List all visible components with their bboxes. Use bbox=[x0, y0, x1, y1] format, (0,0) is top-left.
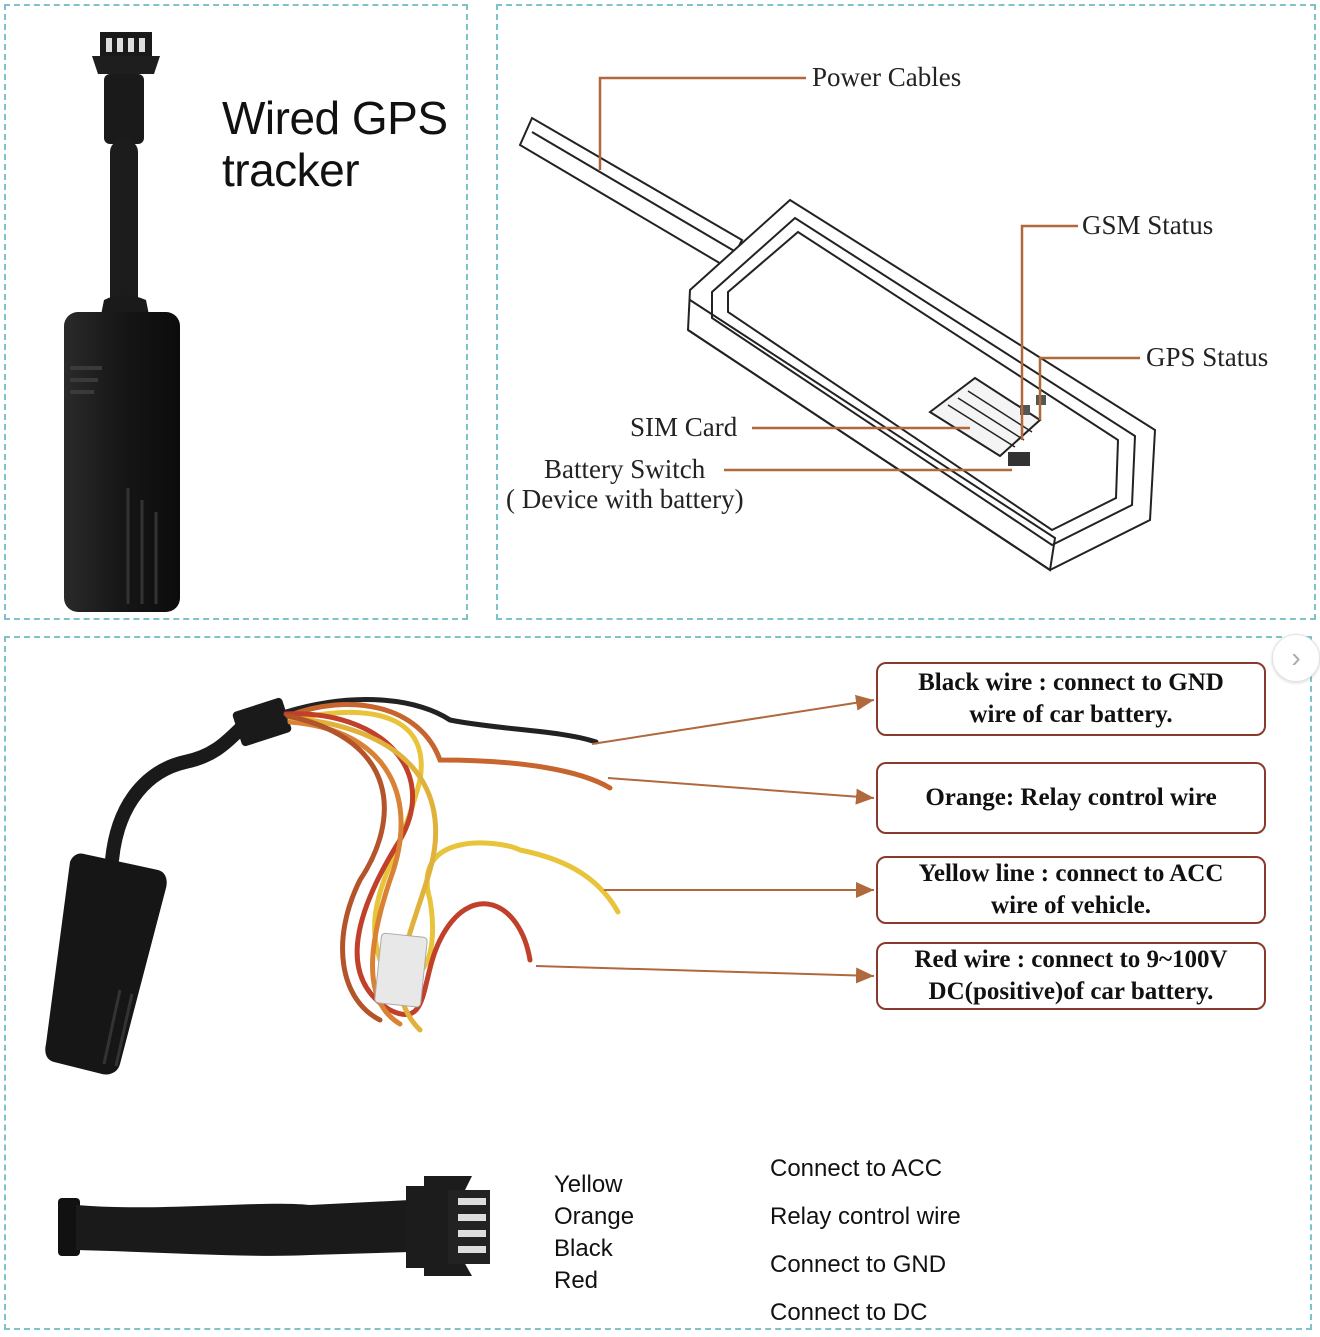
label-gps-status: GPS Status bbox=[1146, 342, 1269, 372]
wire-function-acc: Connect to ACC bbox=[770, 1155, 943, 1182]
wire-function-list: Connect to ACC Relay control wire Connec… bbox=[770, 1145, 961, 1337]
product-title: Wired GPS tracker bbox=[222, 92, 448, 196]
callout-black-wire: Black wire : connect to GND wire of car … bbox=[876, 662, 1266, 736]
wiring-leader-lines bbox=[535, 694, 875, 984]
wire-color-yellow: Yellow bbox=[554, 1171, 623, 1198]
label-gsm-status: GSM Status bbox=[1082, 210, 1214, 240]
wire-function-gnd: Connect to GND bbox=[770, 1251, 947, 1278]
callout-yellow-line-1: Yellow line : connect to ACC bbox=[918, 860, 1224, 887]
callout-red-line-2: DC(positive)of car battery. bbox=[928, 978, 1214, 1005]
tracker-device-image bbox=[64, 32, 180, 612]
diagram-leader-lines bbox=[598, 76, 1140, 472]
chevron-right-icon: › bbox=[1291, 642, 1301, 673]
next-image-button[interactable]: › bbox=[1272, 634, 1320, 682]
wire-function-dc: Connect to DC bbox=[770, 1299, 928, 1326]
callout-yellow-wire: Yellow line : connect to ACC wire of veh… bbox=[876, 856, 1266, 924]
wire-color-orange: Orange bbox=[554, 1203, 635, 1230]
callout-orange-wire: Orange: Relay control wire bbox=[876, 762, 1266, 834]
tracker-line-drawing bbox=[518, 116, 1157, 572]
callout-red-wire: Red wire : connect to 9~100V DC(positive… bbox=[876, 942, 1266, 1010]
tracker-diagram-panel bbox=[496, 4, 1316, 620]
label-sim-card: SIM Card bbox=[630, 412, 738, 442]
label-battery-note: ( Device with battery) bbox=[506, 484, 744, 514]
wire-color-black: Black bbox=[554, 1235, 613, 1262]
callout-orange-line-1: Orange: Relay control wire bbox=[925, 784, 1217, 811]
wire-function-relay: Relay control wire bbox=[770, 1203, 961, 1230]
wire-color-red: Red bbox=[554, 1267, 599, 1294]
label-battery-switch: Battery Switch bbox=[544, 454, 706, 484]
wire-color-list: Yellow Orange Black Red bbox=[554, 1169, 634, 1297]
callout-red-line-1: Red wire : connect to 9~100V bbox=[914, 946, 1228, 973]
product-title-line-2: tracker bbox=[222, 144, 360, 196]
callout-yellow-line-2: wire of vehicle. bbox=[991, 892, 1151, 919]
callout-black-line-1: Black wire : connect to GND bbox=[918, 669, 1224, 696]
wiring-panel bbox=[4, 636, 1312, 1330]
label-power-cables: Power Cables bbox=[812, 62, 962, 92]
wiring-harness-image bbox=[45, 697, 621, 1276]
product-title-line-1: Wired GPS bbox=[222, 92, 448, 144]
tracker-photo-panel bbox=[4, 4, 468, 620]
callout-black-line-2: wire of car battery. bbox=[969, 701, 1173, 728]
